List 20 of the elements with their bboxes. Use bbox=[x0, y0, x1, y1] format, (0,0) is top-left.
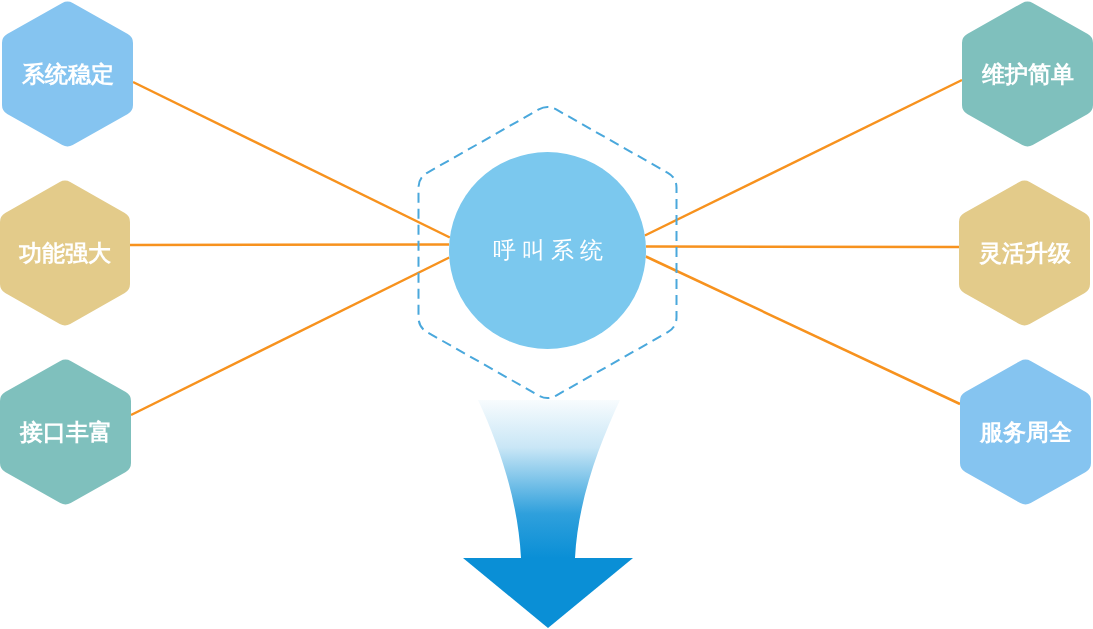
node-label: 接口丰富 bbox=[19, 418, 112, 446]
hexagon-node bbox=[959, 179, 1090, 327]
node-label: 维护简单 bbox=[981, 60, 1074, 88]
node-label: 系统稳定 bbox=[21, 60, 114, 88]
connector-line bbox=[645, 255, 961, 406]
hexagon-node bbox=[0, 358, 131, 506]
hexagon-node bbox=[962, 0, 1093, 148]
connector-line bbox=[132, 80, 451, 239]
hexagon-node bbox=[960, 358, 1091, 506]
hexagon-node bbox=[0, 179, 130, 327]
connector-line bbox=[645, 245, 959, 249]
connector-line bbox=[130, 256, 450, 417]
node-label: 服务周全 bbox=[979, 418, 1072, 446]
connector-line bbox=[130, 243, 450, 247]
node-label: 功能强大 bbox=[19, 239, 111, 267]
dashed-hexagon-frame bbox=[417, 103, 678, 402]
hexagon-node bbox=[2, 0, 133, 148]
node-label: 呼叫系统 bbox=[492, 237, 609, 264]
connector-line bbox=[644, 78, 963, 237]
node-label: 灵活升级 bbox=[978, 239, 1071, 267]
